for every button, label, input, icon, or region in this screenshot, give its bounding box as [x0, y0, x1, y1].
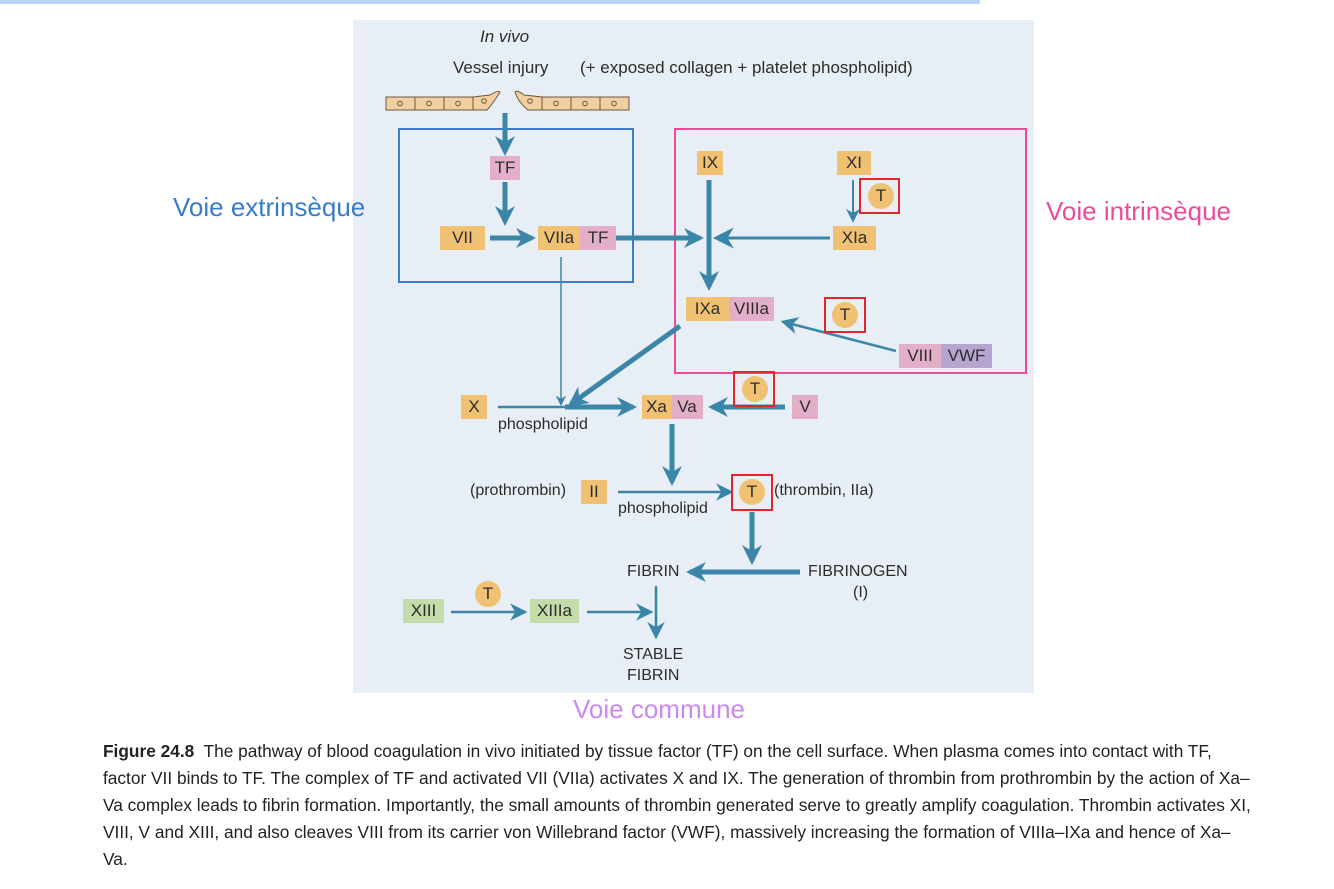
phospholipid-label-2: phospholipid: [618, 500, 708, 517]
factor-ix: IX: [697, 151, 723, 175]
fibrinogen-numeral: (I): [853, 584, 869, 601]
intrinsic-frame: [674, 128, 1027, 374]
thrombin-highlight-viii: [824, 297, 866, 333]
factor-tf: TF: [490, 156, 520, 180]
thrombin-label: (thrombin, IIa): [774, 482, 874, 499]
figure-caption: Figure 24.8 The pathway of blood coagula…: [103, 738, 1253, 873]
cut-off-heading-highlight: [0, 0, 980, 4]
extrinsic-pathway-label: Voie extrinsèque: [173, 192, 366, 222]
factor-viiia: VIIIa: [729, 297, 774, 321]
factor-vwf: VWF: [941, 344, 992, 368]
thrombin-circle-xiii: T: [475, 581, 501, 607]
caption-text: The pathway of blood coagulation in vivo…: [103, 741, 1251, 869]
stable-label: STABLE: [623, 646, 684, 663]
factor-va: Va: [671, 395, 703, 419]
factor-xiii: XIII: [403, 599, 444, 623]
endothelium-cells-right: [514, 90, 630, 111]
factor-v: V: [792, 395, 818, 419]
factor-xa: Xa: [642, 395, 671, 419]
thrombin-circle-xi: T: [868, 183, 894, 209]
fibrin-label: FIBRIN: [627, 563, 680, 580]
phospholipid-label-1: phospholipid: [498, 416, 588, 433]
endothelium-cells-left: [385, 90, 501, 111]
thrombin-circle-viii: T: [832, 302, 858, 328]
stable-fibrin-label: FIBRIN: [627, 667, 680, 684]
factor-ixa: IXa: [686, 297, 729, 321]
factor-xiiia: XIIIa: [530, 599, 579, 623]
exposed-collagen-note: (+ exposed collagen + platelet phospholi…: [580, 58, 913, 77]
thrombin-highlight-v: [733, 371, 775, 407]
factor-vii: VII: [440, 226, 485, 250]
factor-xi: XI: [837, 151, 871, 175]
factor-ii: II: [581, 480, 607, 504]
intrinsic-pathway-label: Voie intrinsèque: [1046, 196, 1232, 226]
thrombin-highlight-main: [731, 474, 773, 511]
vessel-injury-label: Vessel injury: [453, 58, 549, 77]
factor-xia: XIa: [833, 226, 876, 250]
factor-viii: VIII: [899, 344, 941, 368]
factor-viia-tf: TF: [580, 226, 616, 250]
fibrinogen-label: FIBRINOGEN: [808, 563, 908, 580]
common-pathway-label: Voie commune: [573, 694, 745, 724]
factor-x: X: [461, 395, 487, 419]
thrombin-highlight-xi: [859, 178, 900, 214]
caption-label: Figure 24.8: [103, 741, 195, 761]
in-vivo-label: In vivo: [480, 27, 530, 46]
prothrombin-label: (prothrombin): [470, 482, 567, 499]
factor-viia: VIIa: [538, 226, 580, 250]
extrinsic-frame: [398, 128, 634, 283]
thrombin-circle-main: T: [739, 479, 765, 505]
thrombin-circle-v: T: [742, 376, 768, 402]
